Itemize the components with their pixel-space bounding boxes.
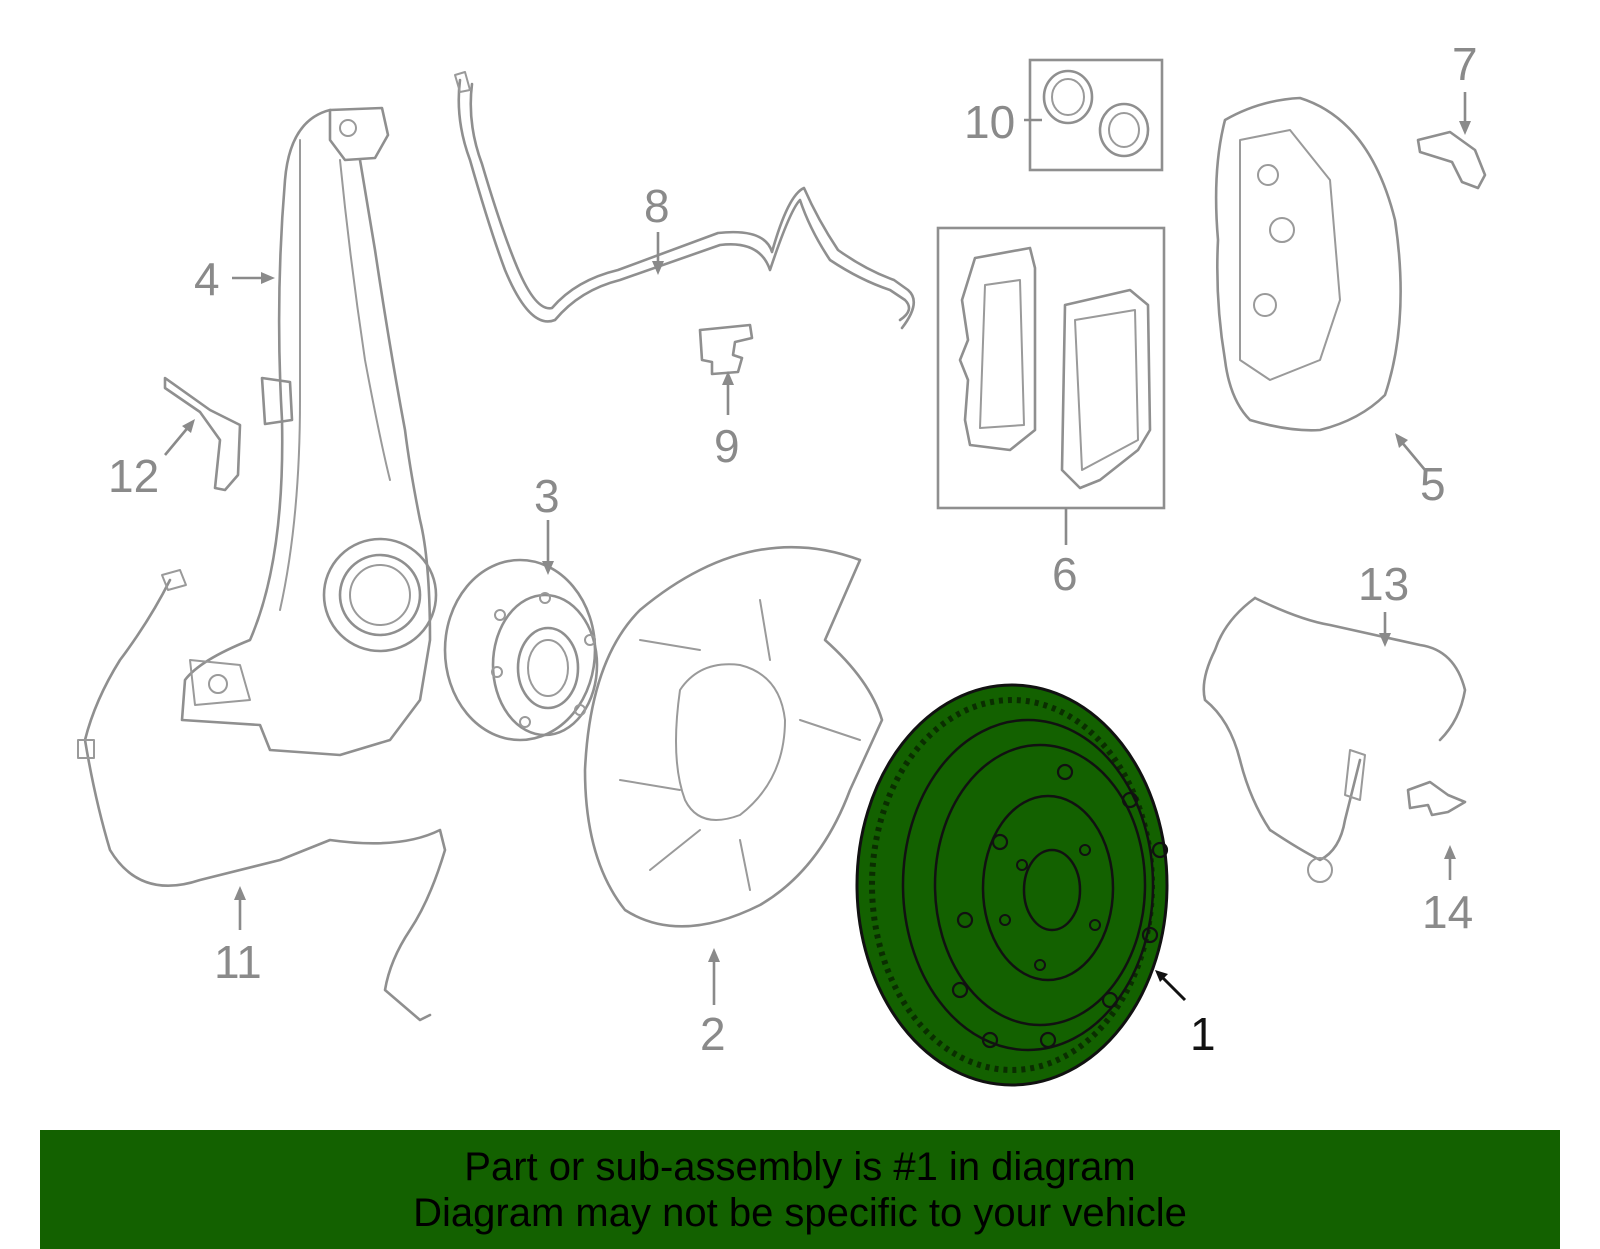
callout-9[interactable]: 9 — [714, 420, 740, 472]
wheel-hub-part-3[interactable] — [443, 558, 599, 742]
seal-kit-part-10[interactable] — [1028, 58, 1164, 172]
callout-labels: 1 2 3 4 5 6 7 8 9 10 11 12 13 14 — [108, 38, 1478, 1060]
callout-3[interactable]: 3 — [534, 470, 560, 522]
wear-sensor-part-11[interactable] — [77, 569, 447, 1022]
leader-lines — [164, 92, 1471, 1005]
banner-line-1: Part or sub-assembly is #1 in diagram — [464, 1145, 1136, 1189]
bracket-part-12[interactable] — [163, 376, 242, 492]
callout-7[interactable]: 7 — [1452, 38, 1478, 90]
bracket-part-7[interactable] — [1416, 130, 1487, 190]
callout-6[interactable]: 6 — [1052, 548, 1078, 600]
callout-14[interactable]: 14 — [1422, 886, 1473, 938]
brake-pads-part-6[interactable] — [936, 226, 1166, 510]
clip-part-9[interactable] — [698, 323, 754, 376]
callout-10[interactable]: 10 — [964, 96, 1015, 148]
banner-line-2: Diagram may not be specific to your vehi… — [413, 1191, 1187, 1235]
callout-11[interactable]: 11 — [214, 936, 262, 988]
callout-1[interactable]: 1 — [1190, 1008, 1216, 1060]
sensor-wire-part-13[interactable] — [1202, 596, 1467, 883]
callout-13[interactable]: 13 — [1358, 558, 1409, 610]
dust-shield-part-2[interactable] — [583, 545, 884, 928]
caliper-part-5[interactable] — [1214, 96, 1402, 432]
callout-4[interactable]: 4 — [194, 253, 220, 305]
brake-rotor-part-1[interactable] — [855, 683, 1169, 1087]
callout-12[interactable]: 12 — [108, 450, 159, 502]
callout-5[interactable]: 5 — [1420, 458, 1446, 510]
info-banner: Part or sub-assembly is #1 in diagram Di… — [40, 1130, 1560, 1249]
brake-line-part-8[interactable] — [454, 71, 916, 330]
callout-8[interactable]: 8 — [644, 180, 670, 232]
clip-part-14[interactable] — [1406, 780, 1467, 817]
callout-2[interactable]: 2 — [700, 1008, 726, 1060]
steering-knuckle-part[interactable] — [180, 106, 438, 757]
